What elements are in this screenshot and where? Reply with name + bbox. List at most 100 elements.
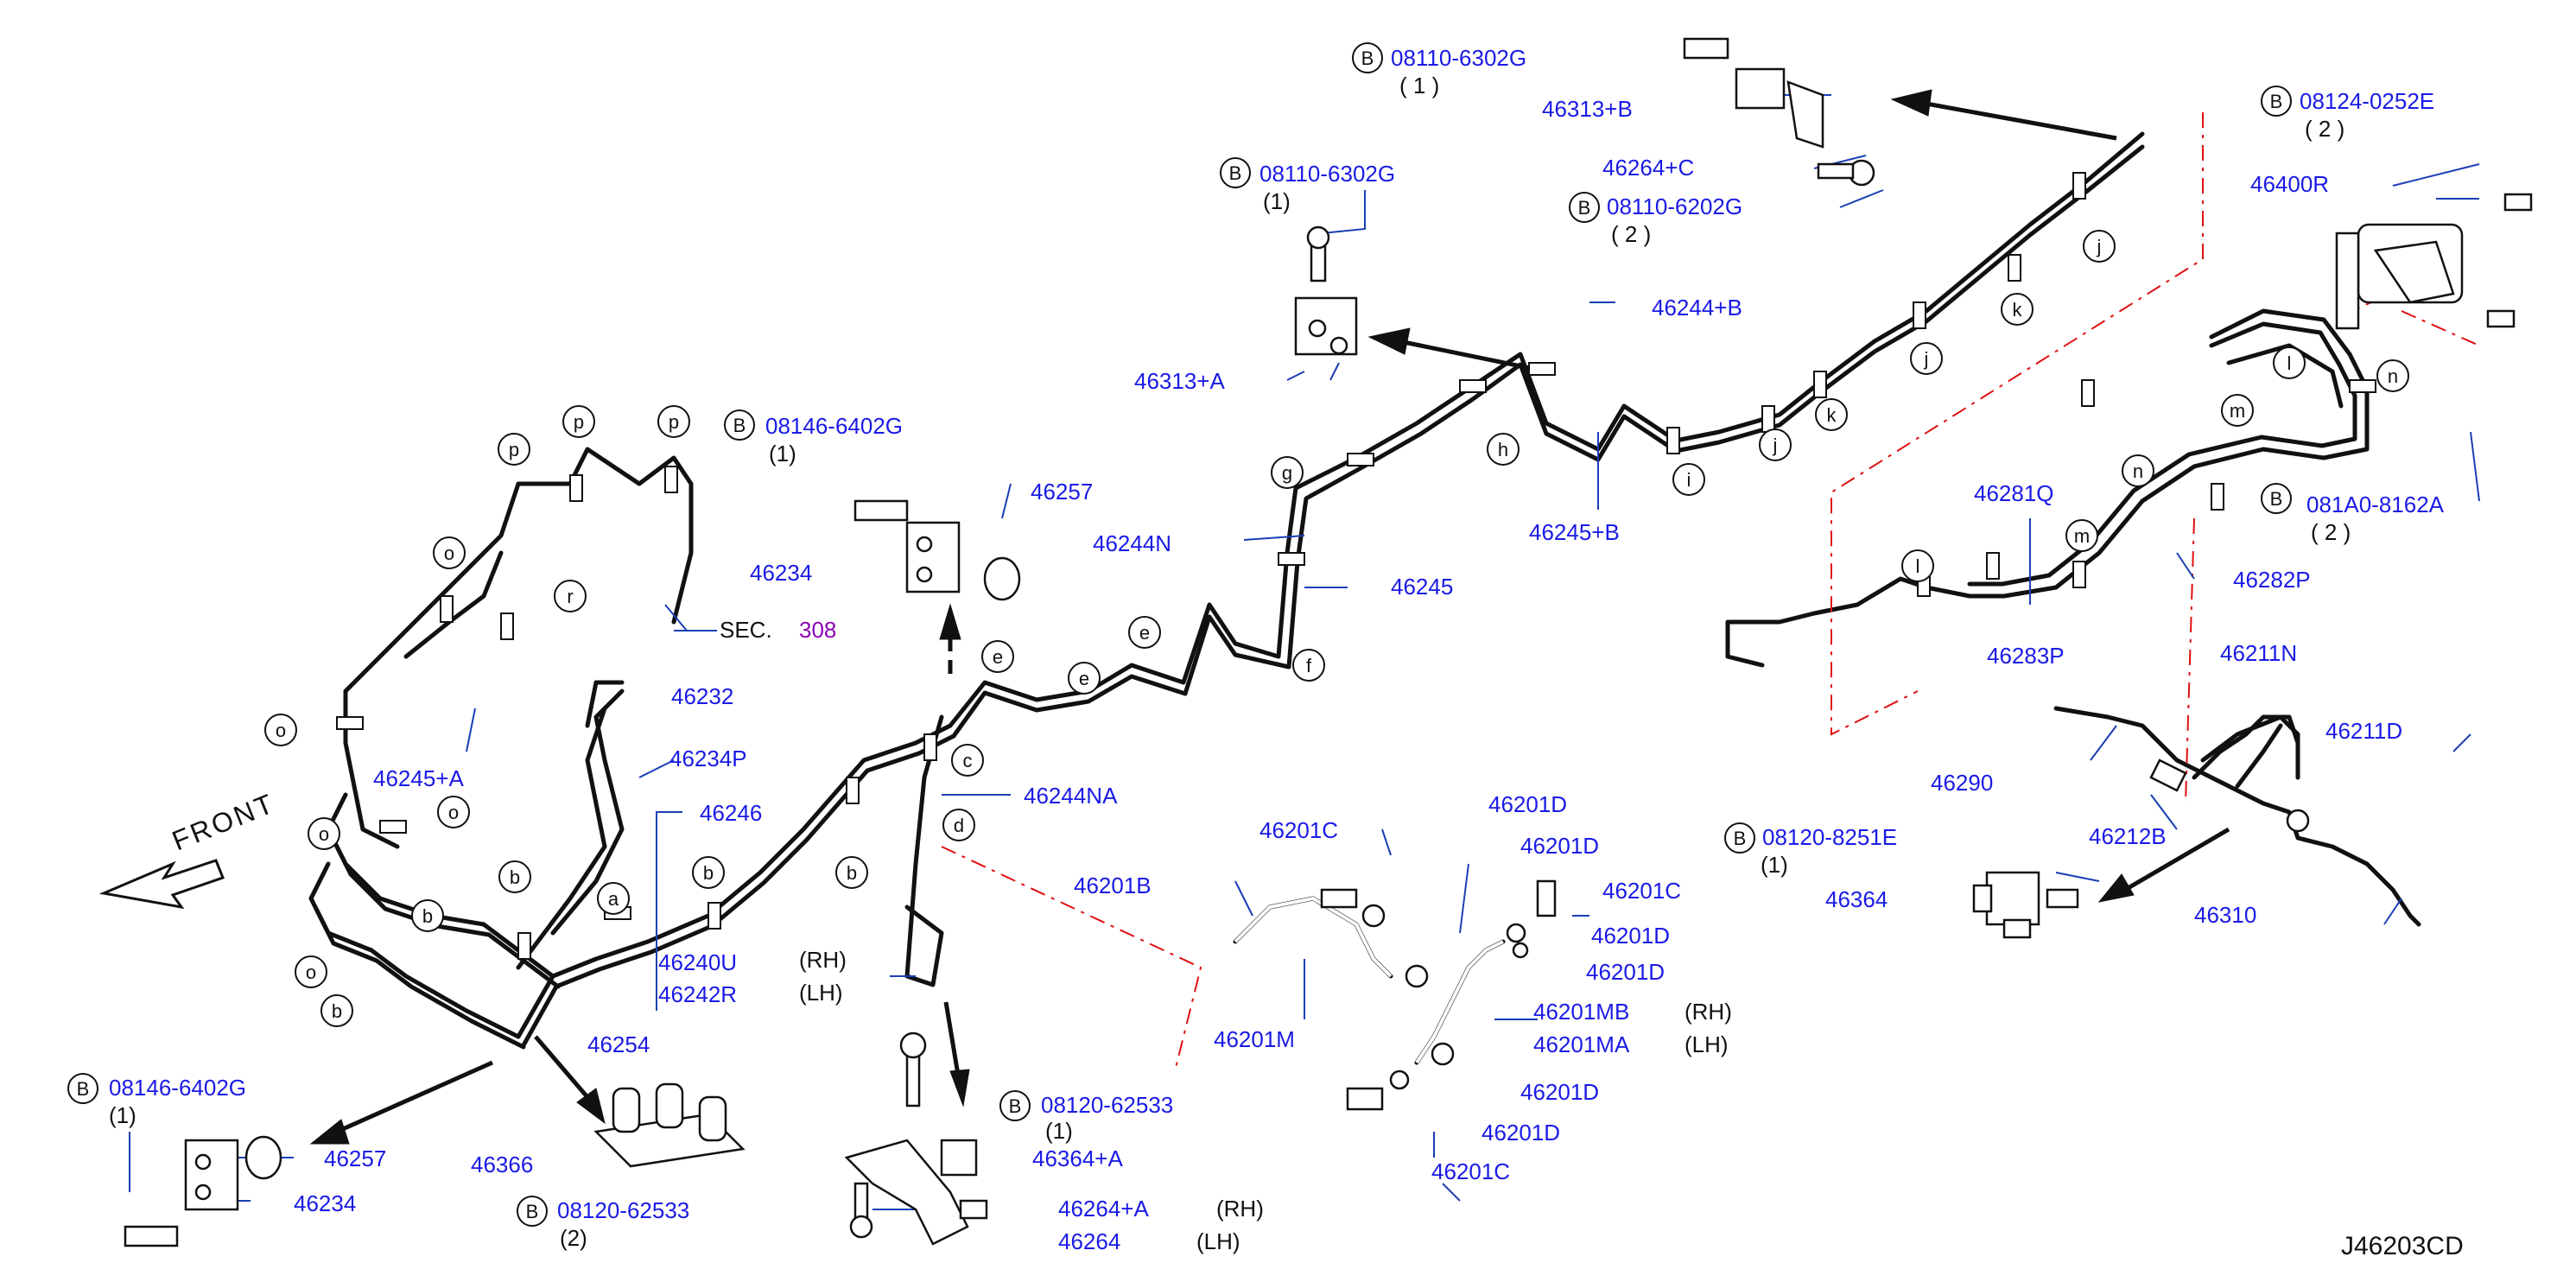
bubble-a: a [597,882,630,915]
svg-text:B: B [526,1201,539,1222]
label-46211d: 46211D [2325,718,2402,744]
svg-text:j: j [1773,435,1778,456]
svg-text:e: e [993,646,1003,668]
label-46244na: 46244NA [1024,783,1118,809]
bubble-g: g [1271,456,1304,489]
svg-text:k: k [1827,404,1837,426]
bracket-46313a [1294,225,1358,356]
label-46244n: 46244N [1093,530,1171,556]
bubble-e1: e [981,640,1014,673]
bolt-symbol: B [517,1196,548,1227]
bolt-symbol: B [2261,86,2292,117]
svg-text:B: B [2270,488,2283,510]
label-46242r: 46242R [658,981,737,1007]
bubble-j3: j [2083,230,2116,263]
label-46246: 46246 [700,800,762,826]
bubble-k1: k [1815,398,1848,431]
section-prefix: SEC. [720,617,772,643]
label-46244b: 46244+B [1652,295,1742,320]
bolt-symbol: B [1569,192,1600,223]
label-08120-62533: 08120-62533 [1041,1092,1173,1118]
bubble-c: c [951,744,984,777]
junction-46364 [1972,871,2079,939]
bubble-o1: o [433,536,466,569]
label-qty: (2) [560,1225,587,1251]
bubble-l2: l [1901,549,1934,582]
label-46232: 46232 [671,683,733,709]
svg-text:p: p [509,439,519,460]
bracket-46264 [844,1031,988,1246]
bubble-n2: n [2122,454,2154,487]
bubble-b3: b [835,856,868,889]
label-46364: 46364 [1825,886,1888,912]
label-08146-6402g-top: 08146-6402G [765,413,903,439]
diagram-code: J46203CD [2341,1232,2464,1260]
label-46281q: 46281Q [1974,480,2054,506]
label-qty: ( 2 ) [2305,116,2344,142]
lh-tag: (LH) [1685,1031,1729,1057]
svg-text:p: p [574,411,584,433]
bubble-i: i [1672,463,1705,496]
label-46313b: 46313+B [1542,96,1633,122]
bubble-d: d [942,809,975,841]
bubble-o2: o [264,714,297,746]
svg-text:c: c [963,750,973,771]
label-46313a: 46313+A [1134,368,1225,394]
label-46234-top: 46234 [750,560,812,586]
valve-46400r [2335,193,2533,330]
label-46257-top: 46257 [1031,479,1093,505]
svg-text:o: o [306,962,316,983]
label-46254: 46254 [587,1031,650,1057]
section-number-link[interactable]: 308 [799,617,836,643]
label-46257-bottom: 46257 [324,1146,386,1171]
label-46201c: 46201C [1602,878,1681,904]
svg-text:e: e [1079,668,1089,689]
svg-text:o: o [448,802,459,823]
svg-text:B: B [733,415,746,436]
label-46234p: 46234P [669,746,747,771]
section-reference[interactable]: SEC. 308 [664,604,836,643]
label-46201d: 46201D [1520,1079,1599,1105]
label-08146-6402g-bottom: 08146-6402G [109,1075,246,1101]
bolt-symbols: B B B B B B B B B B [67,42,2292,1227]
label-46212b: 46212B [2089,823,2167,849]
label-46201b: 46201B [1074,873,1152,898]
label-46245a: 46245+A [373,765,464,791]
svg-text:b: b [510,866,520,888]
svg-text:B: B [2270,91,2283,112]
block-46234-bottom [124,1135,282,1247]
block-46234-top [853,499,1021,601]
label-46201d: 46201D [1520,833,1599,859]
bubble-e3: e [1128,616,1161,649]
label-46201d: 46201D [1482,1120,1560,1146]
svg-text:o: o [319,823,329,845]
label-46201d: 46201D [1591,923,1670,949]
bubble-o5: o [295,955,327,988]
rh-tag: (RH) [1216,1196,1264,1222]
svg-text:b: b [847,862,857,884]
label-46201d: 46201D [1488,791,1567,817]
svg-text:b: b [332,1000,342,1022]
label-46245b: 46245+B [1529,519,1620,545]
svg-text:g: g [1282,462,1292,484]
label-qty: (1) [769,441,796,466]
label-46282p: 46282P [2233,567,2311,593]
bubble-b5: b [320,994,353,1027]
label-46201m: 46201M [1214,1026,1295,1052]
svg-text:p: p [669,411,679,433]
label-46264: 46264 [1058,1228,1120,1254]
label-08120-8251e: 08120-8251E [1762,824,1897,850]
bubble-b2: b [692,856,725,889]
part-drawings [124,37,2533,1247]
hose-fittings [1320,758,2310,1111]
label-46201mb: 46201MB [1533,999,1629,1025]
label-qty: (1) [1263,188,1291,214]
bubble-n1: n [2376,359,2409,392]
label-46201c: 46201C [1431,1158,1510,1184]
label-46400r: 46400R [2250,171,2329,197]
bubble-r: r [554,580,587,612]
bolt-symbol: B [1352,42,1383,73]
flex-hoses [1233,714,2300,1065]
rh-tag: (RH) [1685,999,1732,1025]
